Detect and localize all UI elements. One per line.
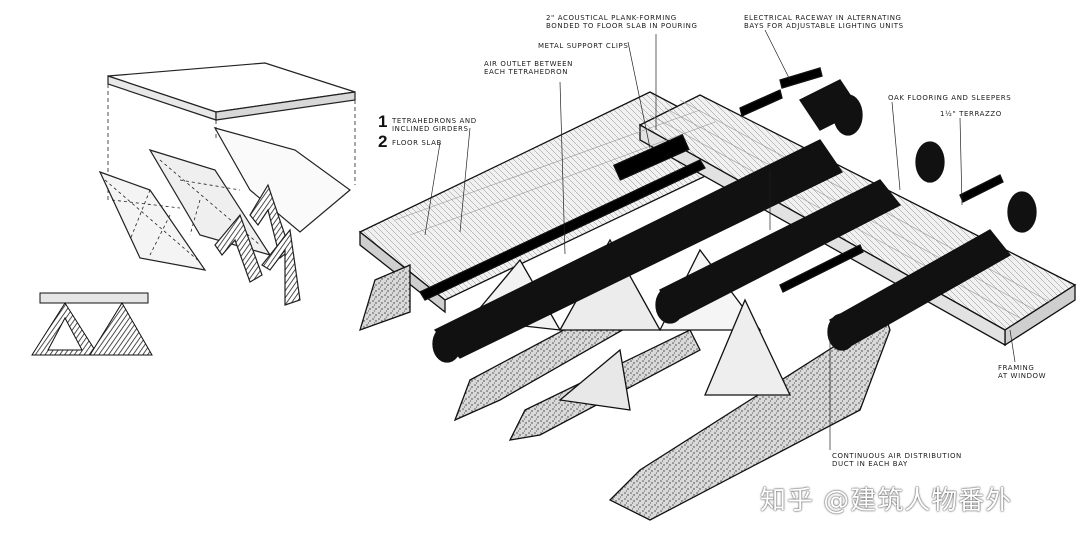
number-2: 2 (378, 132, 388, 151)
label-electrical-raceway: ELECTRICAL RACEWAY IN ALTERNATING BAYS F… (744, 14, 904, 30)
label-air-outlet-line1: AIR OUTLET BETWEEN (484, 60, 573, 68)
label-electrical-line2: BAYS FOR ADJUSTABLE LIGHTING UNITS (744, 22, 904, 30)
label-tetrahedrons-line1: TETRAHEDRONS AND (392, 117, 477, 125)
label-framing: FRAMING AT WINDOW (998, 364, 1046, 380)
label-tetrahedrons: TETRAHEDRONS AND INCLINED GIRDERS (392, 117, 477, 133)
main-floor-assembly (358, 67, 1077, 521)
label-acoustical-line2: BONDED TO FLOOR SLAB IN POURING (546, 22, 698, 30)
label-electrical-line1: ELECTRICAL RACEWAY IN ALTERNATING (744, 14, 902, 22)
label-framing-line2: AT WINDOW (998, 372, 1047, 380)
leader-lines (424, 29, 1016, 450)
label-air-outlet: AIR OUTLET BETWEEN EACH TETRAHEDRON (484, 60, 573, 76)
label-acoustical-plank: 2" ACOUSTICAL PLANK-FORMING BONDED TO FL… (546, 14, 698, 30)
watermark-text: 知乎 @建筑人物番外 (760, 486, 1013, 516)
label-air-distribution: CONTINUOUS AIR DISTRIBUTION DUCT IN EACH… (832, 452, 962, 468)
label-air-distribution-line2: DUCT IN EACH BAY (832, 460, 908, 468)
label-air-outlet-line2: EACH TETRAHEDRON (484, 68, 569, 76)
exploded-slab-diagram (98, 62, 356, 306)
label-metal-clips: METAL SUPPORT CLIPS (538, 42, 629, 50)
label-terrazzo: 1½" TERRAZZO (940, 110, 1002, 118)
label-air-distribution-line1: CONTINUOUS AIR DISTRIBUTION (832, 452, 962, 460)
label-tetrahedrons-line2: INCLINED GIRDERS (392, 125, 469, 133)
truss-section-diagram (31, 292, 153, 356)
label-acoustical-line1: 2" ACOUSTICAL PLANK-FORMING (546, 14, 677, 22)
label-floor-slab: FLOOR SLAB (392, 139, 442, 147)
number-1: 1 (378, 112, 388, 131)
label-oak-flooring: OAK FLOORING AND SLEEPERS (888, 94, 1012, 102)
label-framing-line1: FRAMING (998, 364, 1035, 372)
